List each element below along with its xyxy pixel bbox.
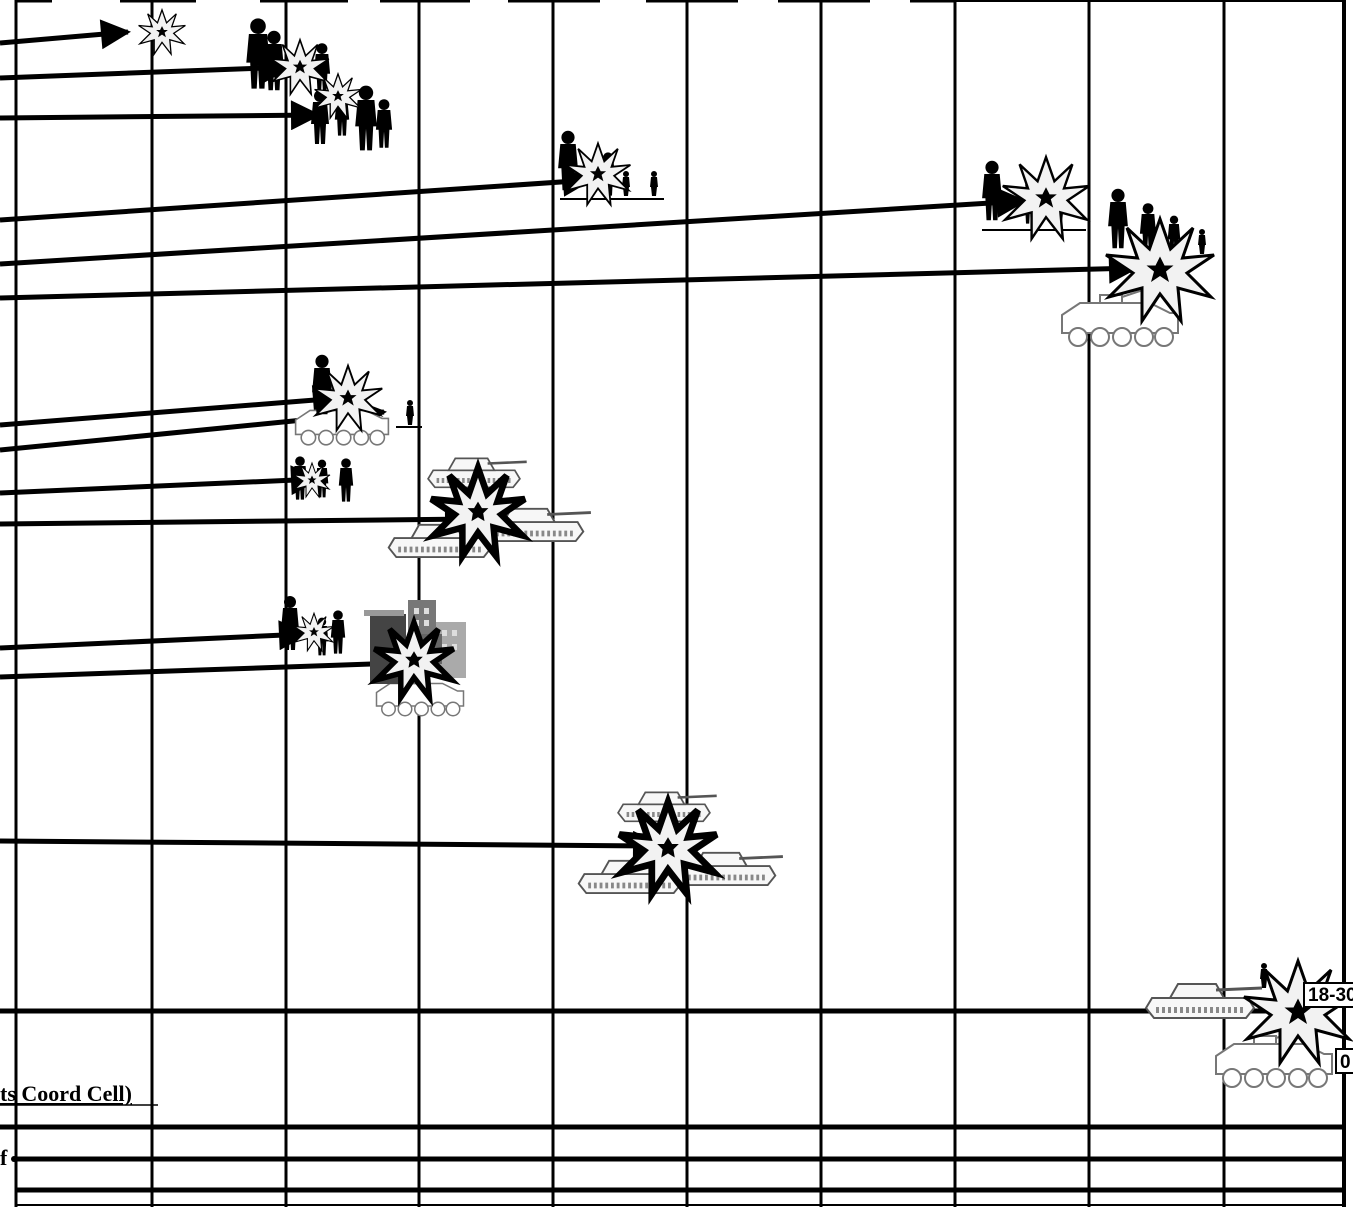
target-burst-1 [139, 10, 186, 54]
target-mixed-3 [1146, 961, 1352, 1087]
soldier-silhouette-icon [406, 400, 414, 425]
connector-dot [11, 1156, 17, 1162]
soldier-silhouette-icon [331, 610, 345, 653]
engagement-arrow [0, 115, 318, 118]
target-urban-1 [281, 596, 466, 716]
grid-horizontal-lines [0, 1011, 1344, 1205]
soldier-silhouette-icon [1108, 189, 1128, 248]
right-box-label-1: 18-30 [1308, 985, 1353, 1006]
grid-vertical-lines [16, 0, 1344, 1207]
engagement-arrow [0, 32, 128, 43]
left-partial-label-2: f [0, 1145, 8, 1170]
engagement-arrow [0, 479, 318, 493]
left-partial-label-1: ts Coord Cell) [0, 1081, 132, 1106]
soldier-silhouette-icon [622, 171, 630, 196]
tank-icon [1146, 984, 1262, 1018]
soldier-silhouette-icon [982, 161, 1002, 220]
engagement-arrow [0, 841, 660, 846]
soldier-silhouette-icon [1198, 229, 1206, 254]
target-soldiers-5 [293, 456, 353, 501]
soldier-silhouette-icon [355, 86, 377, 151]
right-edge-box-2: 0 [1336, 1049, 1353, 1073]
soldier-silhouette-icon [376, 99, 392, 148]
armored-personnel-carrier-icon [1062, 289, 1178, 346]
right-box-label-2: 0 [1340, 1052, 1351, 1073]
target-soldiers-3 [558, 131, 664, 205]
engagement-arrow [0, 268, 1136, 298]
engagement-arrow [0, 519, 472, 524]
engagement-arrow [0, 67, 290, 78]
target-soldiers-4 [982, 157, 1089, 239]
target-soldiers-1 [246, 18, 330, 94]
engagement-arrow [0, 663, 400, 677]
soldier-silhouette-icon [339, 458, 353, 501]
explosion-burst-icon [139, 10, 186, 54]
engagement-arrow [0, 180, 590, 220]
right-edge-box-1: 18-30 [1304, 983, 1353, 1007]
soldier-silhouette-icon [650, 171, 658, 196]
explosion-burst-icon [1003, 157, 1089, 239]
